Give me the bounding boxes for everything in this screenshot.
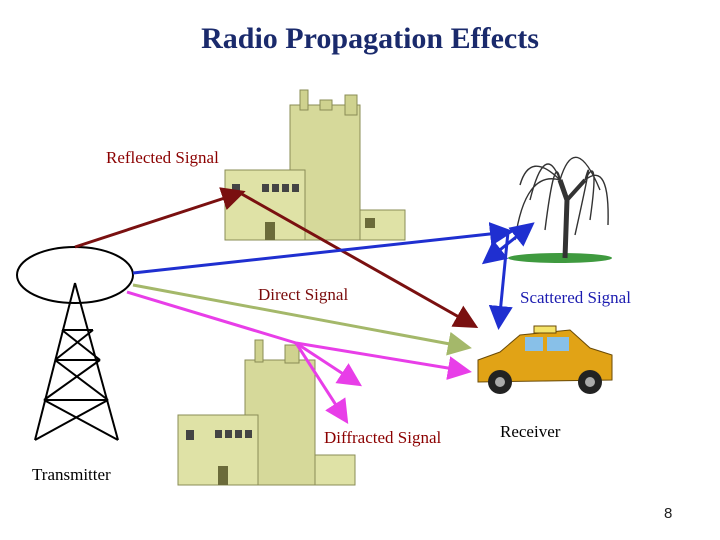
tree-icon bbox=[508, 156, 612, 263]
lower-building-icon bbox=[177, 339, 356, 486]
upper-building-icon bbox=[224, 89, 406, 241]
diffracted-signal-path bbox=[126, 290, 472, 425]
slide-title: Radio Propagation Effects bbox=[201, 22, 539, 55]
taxi-icon bbox=[477, 325, 613, 394]
reflected-signal-path bbox=[74, 187, 479, 328]
transmitter-tower-icon bbox=[16, 246, 134, 441]
page-number: 8 bbox=[664, 505, 673, 522]
reflected-signal-label: Reflected Signal bbox=[106, 148, 219, 167]
diffracted-signal-label: Diffracted Signal bbox=[324, 428, 442, 447]
direct-signal-path bbox=[132, 283, 472, 356]
direct-signal-label: Direct Signal bbox=[258, 285, 349, 304]
scattered-signal-label: Scattered Signal bbox=[520, 288, 631, 307]
receiver-label: Receiver bbox=[500, 422, 561, 441]
scattered-signal-path bbox=[132, 222, 535, 330]
transmitter-label: Transmitter bbox=[32, 465, 111, 484]
